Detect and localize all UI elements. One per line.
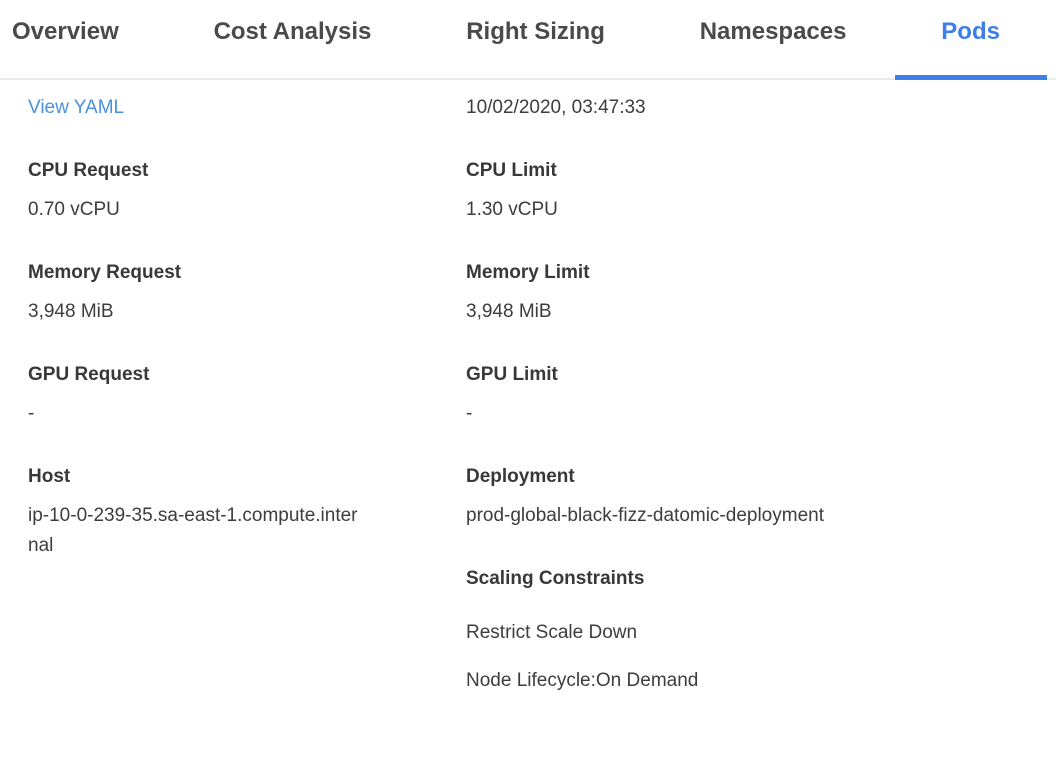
created-timestamp: 10/02/2020, 03:47:33: [466, 97, 646, 118]
field-deployment: Deployment prod-global-black-fizz-datomi…: [466, 462, 1056, 531]
field-gpu-request: GPU Request -: [28, 360, 466, 429]
tab-pods[interactable]: Pods: [895, 17, 1047, 80]
field-cpu-request: CPU Request 0.70 vCPU: [28, 156, 466, 225]
field-cpu-limit: CPU Limit 1.30 vCPU: [466, 156, 1056, 225]
field-memory-limit: Memory Limit 3,948 MiB: [466, 258, 1056, 327]
memory-limit-label: Memory Limit: [466, 262, 590, 283]
deployment-link[interactable]: prod-global-black-fizz-datomic-deploymen…: [466, 505, 824, 526]
scaling-constraints-section: Scaling Constraints Restrict Scale Down …: [466, 564, 1056, 696]
tab-cost-analysis[interactable]: Cost Analysis: [213, 18, 372, 45]
tab-namespaces[interactable]: Namespaces: [699, 18, 847, 45]
field-memory-request: Memory Request 3,948 MiB: [28, 258, 466, 327]
cpu-limit-value: 1.30 vCPU: [466, 199, 558, 220]
scaling-constraints-label: Scaling Constraints: [466, 568, 645, 589]
cpu-request-value: 0.70 vCPU: [28, 199, 120, 220]
field-gpu-limit: GPU Limit -: [466, 360, 1056, 429]
view-yaml-link[interactable]: View YAML: [28, 97, 125, 118]
cpu-request-label: CPU Request: [28, 160, 149, 181]
scaling-constraint-item: Restrict Scale Down: [466, 622, 638, 643]
memory-request-value: 3,948 MiB: [28, 301, 114, 322]
field-host: Host ip-10-0-239-35.sa-east-1.compute.in…: [28, 462, 466, 561]
memory-request-label: Memory Request: [28, 262, 182, 283]
memory-limit-value: 3,948 MiB: [466, 301, 552, 322]
gpu-limit-value: -: [466, 403, 473, 424]
cpu-limit-label: CPU Limit: [466, 160, 557, 181]
tab-bar: Overview Cost Analysis Right Sizing Name…: [0, 0, 1056, 80]
scaling-constraint-item: Node Lifecycle:On Demand: [466, 670, 699, 691]
active-tab-underline: [895, 75, 1047, 80]
host-link[interactable]: ip-10-0-239-35.sa-east-1.compute.interna…: [28, 505, 358, 556]
gpu-limit-label: GPU Limit: [466, 364, 558, 385]
details-left-column: View YAML CPU Request 0.70 vCPU Memory R…: [28, 93, 466, 714]
gpu-request-label: GPU Request: [28, 364, 150, 385]
deployment-label: Deployment: [466, 466, 575, 487]
host-label: Host: [28, 466, 71, 487]
gpu-request-value: -: [28, 403, 35, 424]
tab-pods-label: Pods: [941, 18, 1000, 45]
details-right-column: 10/02/2020, 03:47:33 CPU Limit 1.30 vCPU…: [466, 93, 1056, 714]
tab-right-sizing[interactable]: Right Sizing: [466, 18, 605, 45]
tab-overview[interactable]: Overview: [12, 18, 119, 45]
pod-details-panel: View YAML CPU Request 0.70 vCPU Memory R…: [0, 80, 1056, 714]
